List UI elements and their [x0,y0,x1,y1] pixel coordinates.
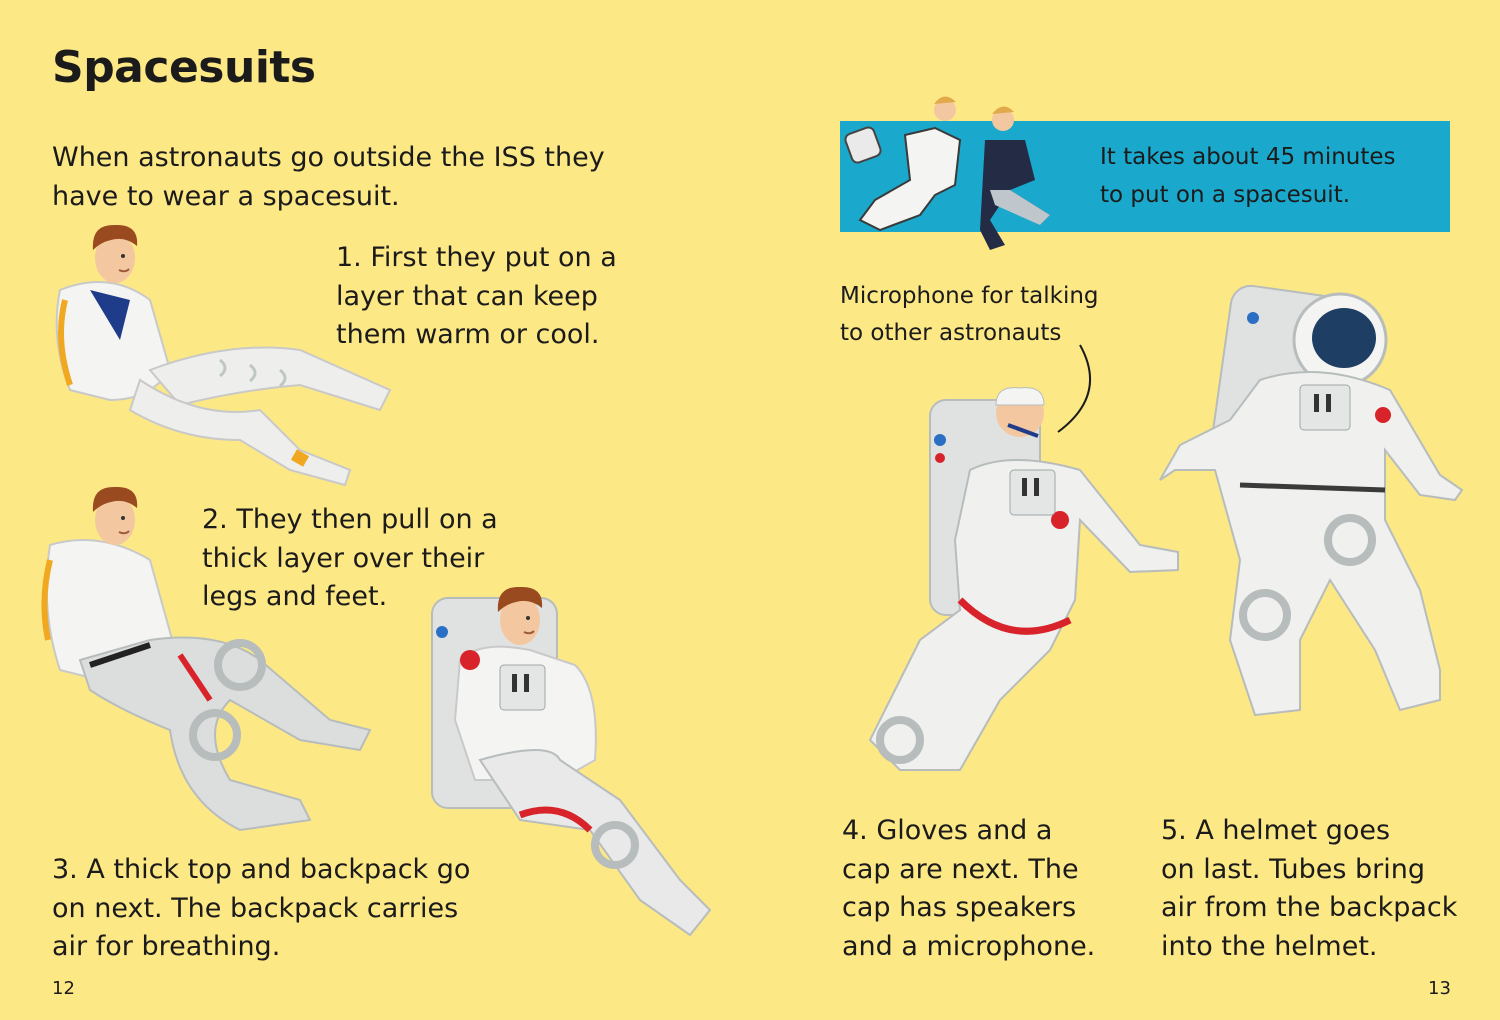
fact-text: It takes about 45 minutes to put on a sp… [1100,144,1396,208]
page-title: Spacesuits [52,42,316,93]
microphone-callout: Microphone for talking to other astronau… [840,283,1099,346]
astronaut-inner-layer-illustration [55,223,392,487]
astronaut-leg-layer-illustration [41,485,372,832]
step-3-text: 3. A thick top and backpack go on next. … [52,854,471,962]
step-4-text: 4. Gloves and a cap are next. The cap ha… [842,815,1096,962]
step-5-text: 5. A helmet goes on last. Tubes bring ai… [1161,815,1458,962]
astronaut-gloves-cap-illustration [868,387,1179,771]
callout-line [1057,344,1092,433]
floating-crew-illustration [844,96,1050,250]
step-2-text: 2. They then pull on a thick layer over … [202,504,498,612]
step-1-text: 1. First they put on a layer that can ke… [336,242,617,350]
intro-text: When astronauts go outside the ISS they … [52,142,605,212]
page-number-left: 12 [52,978,75,999]
astronaut-helmet-illustration [1159,284,1464,717]
page-number-right: 13 [1428,978,1451,999]
astronaut-top-backpack-illustration [431,585,712,937]
